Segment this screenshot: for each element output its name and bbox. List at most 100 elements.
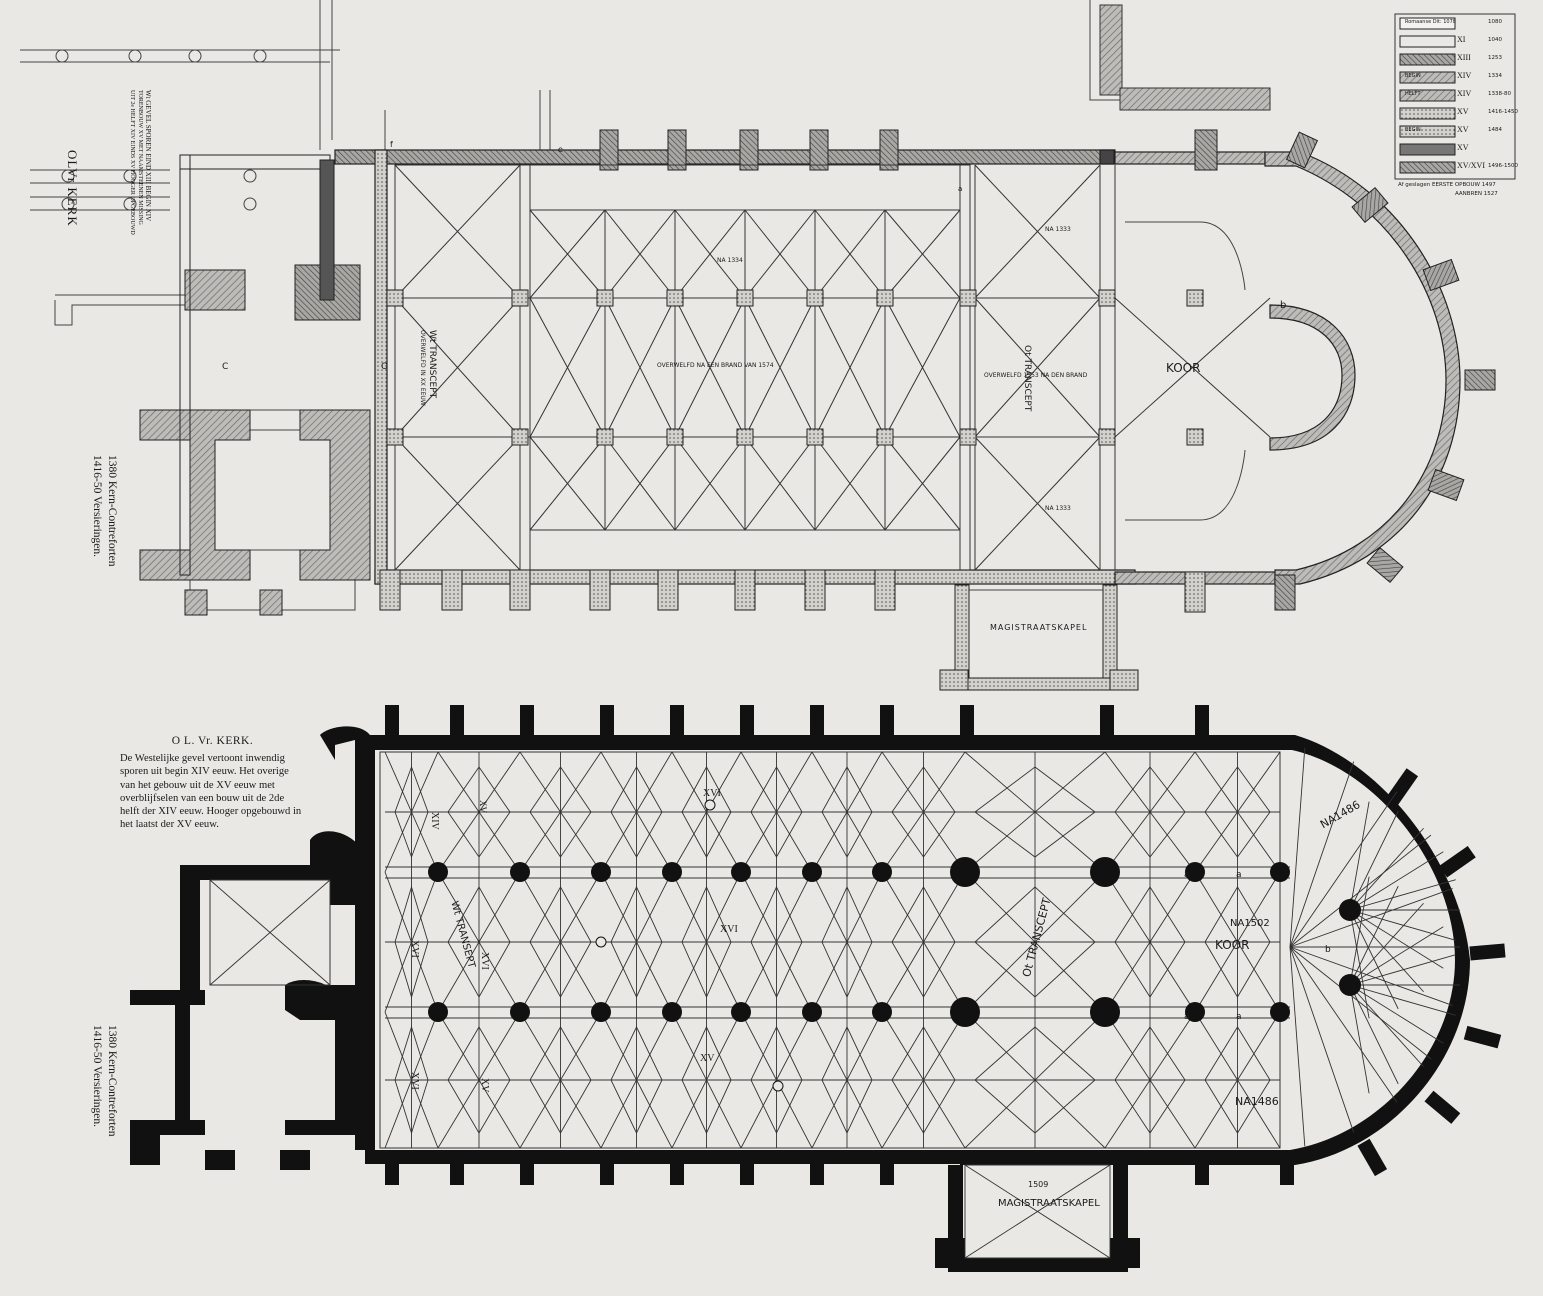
- bottom-apse-rib: [1349, 984, 1444, 1044]
- top-pier: [806, 428, 824, 446]
- bottom-pier: [950, 997, 980, 1027]
- bottom-pier: [428, 862, 448, 882]
- top-label-kapel: MAGISTRAATSKAPEL: [990, 623, 1088, 632]
- bottom-pier: [428, 1002, 448, 1022]
- bottom-year-kapel: 1509: [1028, 1180, 1049, 1189]
- bottom-floor-plan: [130, 705, 1506, 1272]
- bottom-rib-lozenge: [1114, 1026, 1186, 1134]
- bottom-rib-lozenge: [529, 766, 592, 858]
- bottom-buttresses: [385, 705, 1506, 1185]
- bottom-rib-lozenge: [610, 766, 663, 858]
- bottom-rib-lozenge: [529, 1026, 592, 1134]
- bottom-label-kapel: MAGISTRAATSKAPEL: [998, 1198, 1100, 1209]
- top-label-wt-overwelfd: OVERWELFD IN XX EEUW: [419, 330, 426, 406]
- bottom-apse-rib: [1349, 984, 1456, 1016]
- bottom-buttress: [880, 1150, 894, 1185]
- top-rib: [814, 436, 886, 531]
- top-na-1334: NA 1334: [717, 257, 743, 264]
- bottom-apse-rib: [1349, 909, 1399, 1010]
- bottom-buttress: [520, 705, 534, 740]
- top-label-ot-overwelfd: OVERWELFD 1553 NA DEN BRAND: [984, 372, 1088, 379]
- bottom-pier: [510, 862, 530, 882]
- bottom-pier: [802, 862, 822, 882]
- top-piers: [386, 289, 1204, 446]
- bottom-buttress: [670, 1150, 684, 1185]
- bottom-rib-lozenge: [447, 886, 511, 998]
- bottom-buttress: [880, 705, 894, 740]
- bottom-pier: [1090, 857, 1120, 887]
- top-pier: [806, 289, 824, 307]
- bottom-apse-rib: [1349, 909, 1370, 1019]
- bottom-pier: [1270, 1002, 1290, 1022]
- top-pier: [386, 428, 404, 446]
- bottom-apse-rib: [1289, 946, 1432, 1060]
- bottom-rib-lozenge: [610, 885, 663, 999]
- bottom-label-a-4: a: [1236, 1012, 1242, 1022]
- bottom-piers: [428, 857, 1361, 1027]
- legend-year: 1080: [1488, 19, 1502, 25]
- bottom-rib-lozenge: [821, 766, 873, 858]
- bottom-rib-lozenge: [1114, 766, 1186, 858]
- top-label-wt-transcept: Wt TRANSCEPT: [427, 330, 437, 399]
- legend-swatch: [1399, 53, 1456, 66]
- bottom-pier: [662, 862, 682, 882]
- top-label-nave-overwelfd: OVERWELFD NA EEN BRAND VAN 1574: [657, 362, 774, 369]
- street-markers: [55, 49, 267, 211]
- bottom-buttress: [1439, 845, 1476, 878]
- top-bay-crosses: [529, 209, 961, 531]
- top-pier: [1186, 428, 1204, 446]
- legend-swatch: [1399, 161, 1456, 174]
- top-side-note-3: UIT 2e HELFT XIV EINDS XV HOOGER OPGEBOU…: [129, 90, 135, 235]
- legend-roman: XV: [1457, 107, 1469, 116]
- bottom-rib-lozenge: [1114, 886, 1186, 998]
- bottom-rib-lozenge: [1204, 766, 1271, 858]
- bottom-roman-xv-3: XV: [479, 1078, 490, 1093]
- bottom-buttress: [960, 705, 974, 740]
- bottom-rib-lozenge: [750, 766, 803, 858]
- bottom-roman-xvi-4: XVI: [409, 1072, 420, 1090]
- bottom-label-a-3: a: [1184, 1012, 1190, 1022]
- bottom-pier: [510, 1002, 530, 1022]
- bottom-roman-xiv: XIV: [429, 812, 440, 830]
- bottom-pier: [950, 857, 980, 887]
- bottom-rib-lozenge: [1204, 886, 1271, 998]
- legend-note: Romaanse Dit: 1078: [1405, 19, 1456, 25]
- bottom-rib-lozenge: [821, 1025, 873, 1135]
- top-label-koor: KOOR: [1166, 361, 1201, 375]
- bottom-rib-lozenge: [974, 1026, 1096, 1134]
- legend-swatch: [1399, 71, 1456, 84]
- top-pier: [666, 289, 684, 307]
- bottom-buttress: [450, 705, 464, 740]
- legend-swatch: [1399, 17, 1456, 30]
- top-date-note-2: 1416-50 Versieringen.: [91, 455, 103, 557]
- bottom-apse-rib: [1349, 909, 1456, 941]
- legend-footer-2: AANBREN 1527: [1455, 191, 1498, 197]
- legend-note: HELFT: [1405, 91, 1421, 97]
- legend-swatch: [1399, 89, 1456, 102]
- bottom-rib: [964, 1164, 1111, 1259]
- legend-swatch: [1399, 107, 1456, 120]
- bottom-pier: [591, 1002, 611, 1022]
- legend-roman: XI: [1457, 35, 1466, 44]
- bottom-date-note-2: 1416-50 Versieringen.: [91, 1025, 103, 1127]
- bottom-buttress: [810, 1150, 824, 1185]
- bottom-pier: [1339, 899, 1361, 921]
- legend-roman: XIV: [1457, 71, 1472, 80]
- bottom-apse-rib: [1349, 984, 1370, 1094]
- bottom-apse-rib: [1289, 946, 1398, 1103]
- bottom-rib-lozenge: [394, 885, 429, 999]
- bottom-buttress: [1100, 705, 1114, 740]
- bottom-pier: [731, 862, 751, 882]
- top-pier: [511, 428, 529, 446]
- legend-roman: XIII: [1457, 53, 1471, 62]
- bottom-buttress: [1280, 1150, 1294, 1185]
- top-label-e: e: [558, 145, 563, 154]
- legend-year: 1338-80: [1488, 91, 1511, 97]
- top-pier: [959, 289, 977, 307]
- bottom-buttress: [1195, 1150, 1209, 1185]
- bottom-buttress: [1463, 1025, 1502, 1049]
- bottom-apse-rib: [1289, 946, 1306, 1147]
- bottom-roman-xvi-5: XVI: [479, 952, 490, 970]
- top-pier: [959, 428, 977, 446]
